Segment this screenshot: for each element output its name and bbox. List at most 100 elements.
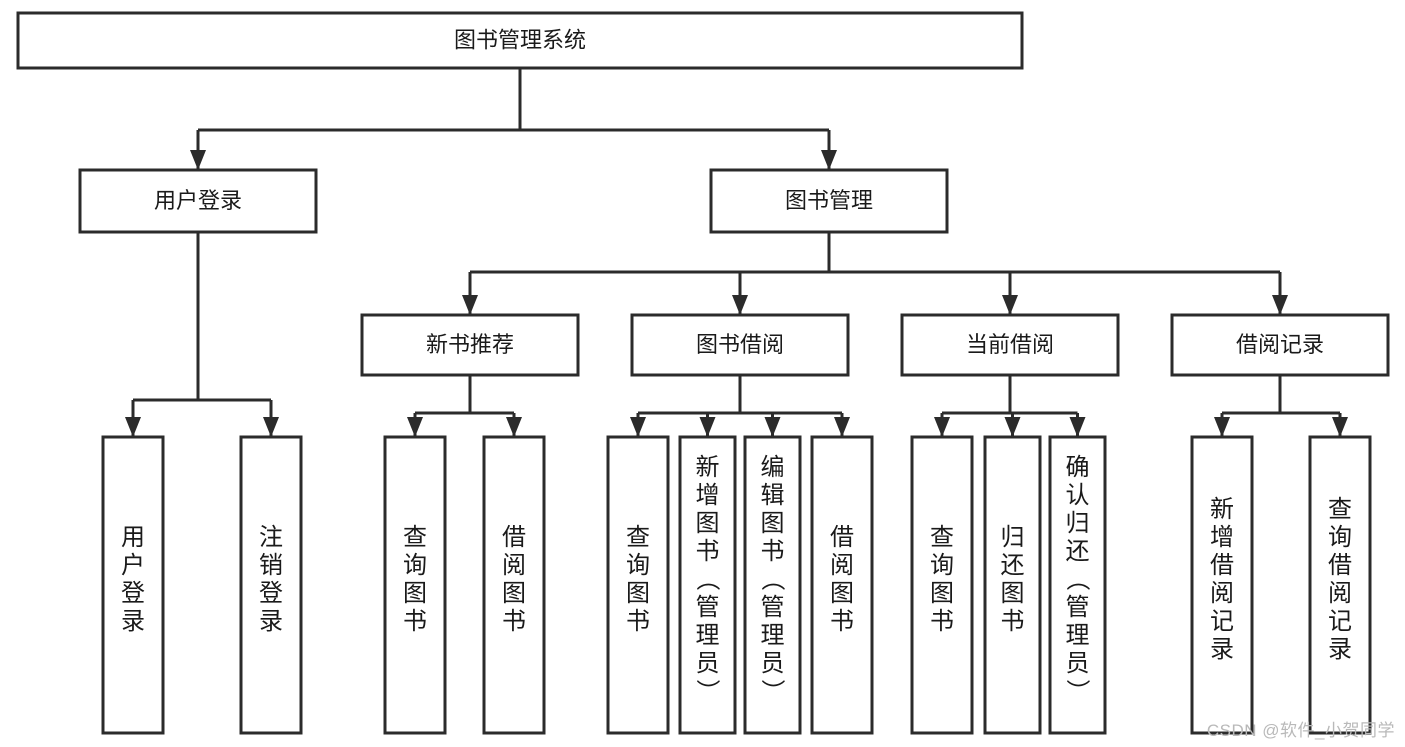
node-label-char: 书 bbox=[1001, 608, 1025, 635]
node-label-char: 管 bbox=[761, 594, 785, 621]
node-new-book-recommend[interactable]: 新书推荐 bbox=[360, 313, 580, 377]
arrow-head-icon bbox=[764, 417, 781, 437]
node-label-char: 查 bbox=[930, 524, 954, 551]
node-label-root: 图书管理系统 bbox=[454, 27, 586, 52]
node-label-char: 理 bbox=[1066, 622, 1090, 649]
node-label-char: 询 bbox=[930, 552, 954, 579]
node-label-char: 书 bbox=[502, 608, 526, 635]
node-label-char: 理 bbox=[696, 622, 720, 649]
node-label-char: 图 bbox=[761, 510, 785, 537]
node-label-char: 阅 bbox=[830, 552, 854, 579]
arrow-head-icon bbox=[263, 417, 279, 437]
node-label-char: 书 bbox=[696, 538, 720, 565]
node-box-leaf-return-book bbox=[983, 435, 1042, 735]
node-label-char: 增 bbox=[1210, 524, 1234, 551]
node-box-root bbox=[16, 11, 1024, 70]
node-leaf-user-login[interactable]: 用户登录 bbox=[101, 435, 165, 735]
node-label-char: 询 bbox=[1328, 524, 1352, 551]
node-label-user-login: 用户登录 bbox=[154, 188, 242, 213]
node-current-borrow[interactable]: 当前借阅 bbox=[900, 313, 1120, 377]
node-label-char: 新 bbox=[1210, 496, 1234, 523]
arrow-head-icon bbox=[834, 417, 850, 437]
node-label-char: 认 bbox=[1066, 482, 1090, 509]
node-label-char: 借 bbox=[502, 524, 526, 551]
arrow-head-icon bbox=[1002, 295, 1018, 315]
node-label-char: 新 bbox=[696, 454, 720, 481]
node-label-char: 图 bbox=[403, 580, 427, 607]
arrow-head-icon bbox=[1214, 417, 1230, 437]
node-user-login[interactable]: 用户登录 bbox=[78, 168, 318, 234]
node-label-char: 阅 bbox=[1328, 580, 1352, 607]
node-label-char: 户 bbox=[121, 552, 145, 579]
node-box-new-book-recommend bbox=[360, 313, 580, 377]
arrow-head-icon bbox=[1004, 417, 1021, 437]
node-label-char: 阅 bbox=[502, 552, 526, 579]
node-label-char: 阅 bbox=[1210, 580, 1234, 607]
node-box-leaf-borrow-book bbox=[810, 435, 874, 735]
node-label-char: 增 bbox=[696, 482, 720, 509]
node-label-char: ） bbox=[759, 679, 786, 703]
node-box-leaf-add-book bbox=[678, 435, 737, 735]
node-label-char: 书 bbox=[626, 608, 650, 635]
node-label-char: 录 bbox=[1210, 636, 1234, 663]
node-box-borrow-record bbox=[1170, 313, 1390, 377]
node-label-current-borrow: 当前借阅 bbox=[966, 332, 1054, 357]
arrow-head-icon bbox=[506, 417, 522, 437]
node-label-book-borrow: 图书借阅 bbox=[696, 332, 784, 357]
node-label-char: 录 bbox=[121, 608, 145, 635]
node-label-char: ） bbox=[1064, 679, 1091, 703]
node-label-book-management: 图书管理 bbox=[785, 188, 873, 213]
node-box-leaf-edit-book bbox=[743, 435, 802, 735]
node-label-char: 借 bbox=[1328, 552, 1352, 579]
node-box-book-borrow bbox=[630, 313, 850, 377]
node-label-new-book-recommend: 新书推荐 bbox=[426, 332, 514, 357]
node-label-char: 用 bbox=[121, 524, 145, 551]
node-label-char: 辑 bbox=[761, 482, 785, 509]
node-label-char: 登 bbox=[259, 580, 283, 607]
arrow-head-icon bbox=[1069, 417, 1086, 437]
arrow-head-icon bbox=[462, 295, 478, 315]
node-box-leaf-confirm-return bbox=[1048, 435, 1107, 735]
node-layer: 图书管理系统用户登录图书管理新书推荐图书借阅当前借阅借阅记录用户登录注销登录查询… bbox=[16, 11, 1390, 735]
node-label-char: 查 bbox=[626, 524, 650, 551]
node-root[interactable]: 图书管理系统 bbox=[16, 11, 1024, 70]
node-box-book-management bbox=[709, 168, 949, 234]
node-box-leaf-query-book-recommend bbox=[383, 435, 447, 735]
arrow-head-icon bbox=[190, 150, 206, 170]
node-label-char: 借 bbox=[830, 524, 854, 551]
node-label-char: 查 bbox=[403, 524, 427, 551]
arrow-head-icon bbox=[1332, 417, 1348, 437]
node-label-char: 员 bbox=[761, 650, 785, 677]
node-box-user-login bbox=[78, 168, 318, 234]
node-book-borrow[interactable]: 图书借阅 bbox=[630, 313, 850, 377]
node-label-char: 询 bbox=[403, 552, 427, 579]
node-borrow-record[interactable]: 借阅记录 bbox=[1170, 313, 1390, 377]
node-label-char: 图 bbox=[502, 580, 526, 607]
arrow-head-icon bbox=[125, 417, 141, 437]
node-label-char: 查 bbox=[1328, 496, 1352, 523]
node-label-char: 还 bbox=[1001, 552, 1025, 579]
node-label-char: 归 bbox=[1066, 510, 1090, 537]
connector-layer bbox=[125, 68, 1348, 437]
node-label-char: （ bbox=[1064, 567, 1091, 591]
node-label-char: 归 bbox=[1001, 524, 1025, 551]
node-label-char: 还 bbox=[1066, 538, 1090, 565]
arrow-head-icon bbox=[407, 417, 423, 437]
watermark-label: CSDN @软件_小贺同学 bbox=[1206, 721, 1395, 740]
node-book-management[interactable]: 图书管理 bbox=[709, 168, 949, 234]
node-box-leaf-query-book-current bbox=[910, 435, 974, 735]
node-label-char: 理 bbox=[761, 622, 785, 649]
